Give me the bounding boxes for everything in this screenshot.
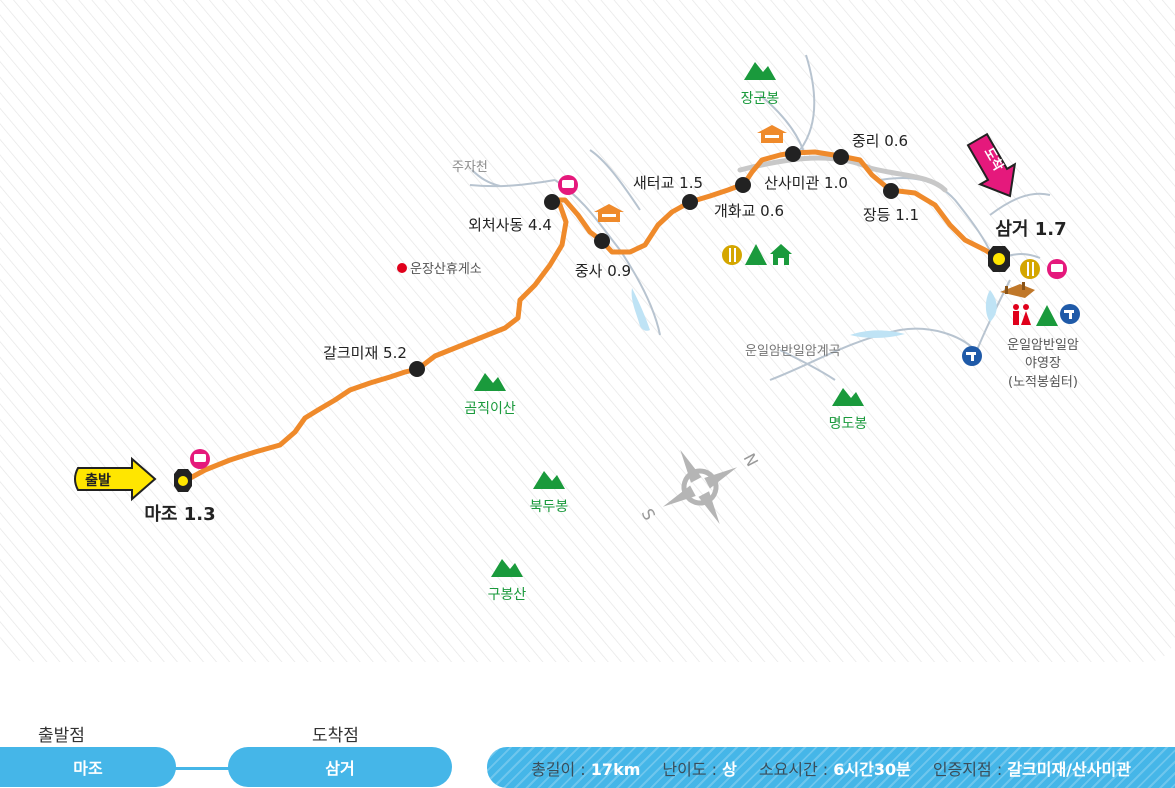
svg-text:곰직이산: 곰직이산 <box>464 401 516 417</box>
svg-text:개화교 0.6: 개화교 0.6 <box>714 202 784 220</box>
label-valley: 운일암반일암계곡 <box>745 344 841 359</box>
waypoint-sansamigwan: 산사미관 1.0 <box>764 146 848 192</box>
waypoint-oecheosadong: 외처사동 4.4 <box>468 194 560 234</box>
start-point-pill: 마조 <box>0 747 176 787</box>
trail-map-svg: 장군봉 곰직이산 북두봉 구봉산 명도봉 주자천 운장산휴게소 운일암반일암계곡… <box>0 0 1175 662</box>
stat-length: 총길이 : 17km <box>531 759 641 779</box>
svg-text:장군봉: 장군봉 <box>741 91 780 107</box>
trail-map: 장군봉 곰직이산 북두봉 구봉산 명도봉 주자천 운장산휴게소 운일암반일암계곡… <box>0 0 1175 662</box>
waypoint-jangdeung: 장등 1.1 <box>863 183 919 224</box>
peak-gomjikisan: 곰직이산 <box>464 373 516 417</box>
svg-text:중리 0.6: 중리 0.6 <box>852 132 908 150</box>
bridge-icon <box>1000 282 1035 298</box>
temple-icon <box>594 204 624 222</box>
camping-icon <box>1036 305 1058 326</box>
label-rest-area: 운장산휴게소 <box>410 262 482 277</box>
svg-text:출발: 출발 <box>85 472 111 489</box>
waypoint-gaehwagyo: 개화교 0.6 <box>714 177 784 220</box>
peak-jangunbong: 장군봉 <box>741 62 780 107</box>
bus-icon <box>1047 259 1067 279</box>
start-arrow: 출발 <box>74 456 157 502</box>
temple-icon <box>757 125 787 143</box>
bus-icon <box>558 175 578 195</box>
route-stats-bar: 총길이 : 17km 난이도 : 상 소요시간 : 6시간30분 인증지점 : … <box>487 747 1175 788</box>
peak-gubongsan: 구봉산 <box>488 559 527 603</box>
svg-text:삼거 1.7: 삼거 1.7 <box>995 219 1066 240</box>
peak-myeongdobong: 명도봉 <box>829 388 868 432</box>
svg-text:야영장: 야영장 <box>1025 356 1061 371</box>
end-point-label: 도착점 <box>312 726 359 746</box>
svg-text:산사미관 1.0: 산사미관 1.0 <box>764 174 848 192</box>
end-point-pill: 삼거 <box>228 747 452 787</box>
peak-bukdubong: 북두봉 <box>530 471 569 515</box>
svg-text:명도봉: 명도봉 <box>829 416 868 432</box>
label-jujacheon: 주자천 <box>452 160 488 175</box>
svg-text:마조 1.3: 마조 1.3 <box>144 504 215 525</box>
waypoint-galkeumijae: 갈크미재 5.2 <box>323 344 425 377</box>
svg-text:북두봉: 북두봉 <box>530 499 569 515</box>
restaurant-icon <box>722 245 742 265</box>
svg-text:장등 1.1: 장등 1.1 <box>863 206 919 224</box>
svg-text:새터교 1.5: 새터교 1.5 <box>633 174 703 192</box>
bus-icon <box>190 449 210 469</box>
stat-duration: 소요시간 : 6시간30분 <box>758 759 911 779</box>
toilet-icon <box>1013 304 1031 325</box>
route-connector <box>172 767 232 770</box>
compass-rose: N S <box>638 449 762 525</box>
restaurant-icon <box>1020 259 1040 279</box>
stat-difficulty: 난이도 : 상 <box>662 759 737 779</box>
svg-text:중사 0.9: 중사 0.9 <box>575 262 631 280</box>
svg-text:구봉산: 구봉산 <box>488 587 527 603</box>
lodging-icon <box>770 244 792 265</box>
camping-icon <box>745 244 767 265</box>
waypoint-jungri: 중리 0.6 <box>833 132 908 165</box>
svg-text:(노적봉쉼터): (노적봉쉼터) <box>1008 375 1078 390</box>
label-campsite: 운일암반일암 야영장 (노적봉쉼터) <box>1007 338 1079 390</box>
waypoint-jungsa: 중사 0.9 <box>575 233 631 280</box>
svg-text:외처사동 4.4: 외처사동 4.4 <box>468 216 552 234</box>
map-background <box>0 0 1175 662</box>
water-tap-icon <box>1060 304 1080 324</box>
start-point-label: 출발점 <box>38 726 85 746</box>
stat-certification: 인증지점 : 갈크미재/산사미관 <box>932 759 1131 779</box>
end-marker: 삼거 1.7 <box>988 219 1067 272</box>
waypoint-saeteogyo: 새터교 1.5 <box>633 174 703 210</box>
water-tap-icon <box>962 346 982 366</box>
rest-area-dot <box>397 263 407 273</box>
svg-text:운일암반일암: 운일암반일암 <box>1007 338 1079 353</box>
road <box>737 155 948 193</box>
end-arrow: 도착 <box>966 132 1017 198</box>
svg-text:갈크미재 5.2: 갈크미재 5.2 <box>323 344 407 362</box>
start-marker: 마조 1.3 <box>144 469 216 525</box>
lakes <box>631 288 997 338</box>
